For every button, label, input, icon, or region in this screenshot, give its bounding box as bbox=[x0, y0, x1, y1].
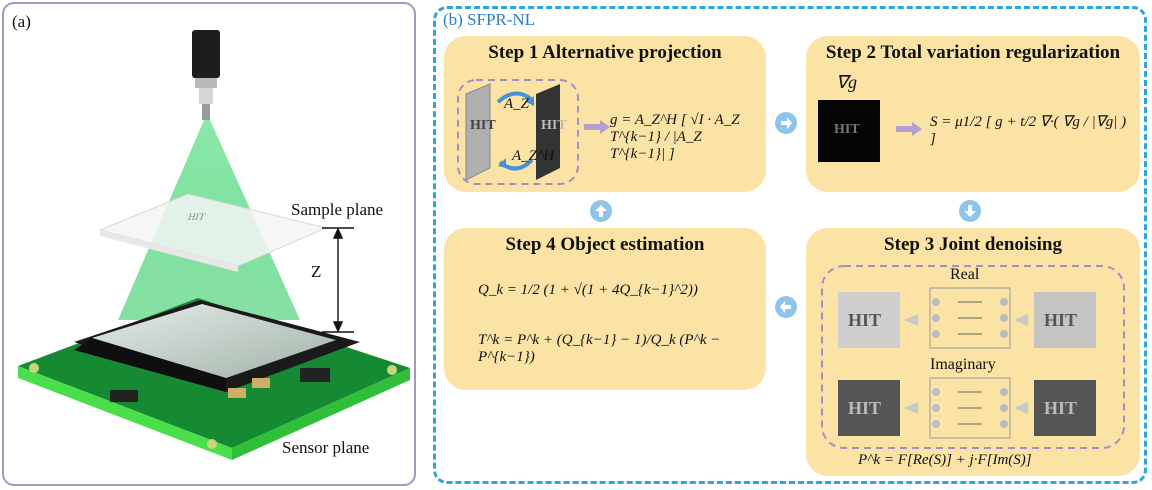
sensor-board-icon bbox=[18, 298, 410, 460]
step-4-box: Step 4 Object estimation bbox=[444, 228, 766, 390]
experimental-setup-illustration bbox=[18, 30, 410, 460]
step-1-arrow-icon bbox=[584, 120, 610, 134]
panel-b bbox=[433, 6, 1147, 484]
panel-a bbox=[2, 2, 416, 486]
sensor-plane-label: Sensor plane bbox=[282, 438, 370, 457]
step-1-title: Step 1 Alternative projection bbox=[488, 42, 722, 63]
step-2-title: Step 2 Total variation regularization bbox=[825, 42, 1121, 63]
step-4-title: Step 4 Object estimation bbox=[505, 234, 705, 255]
step-2-arrow-icon bbox=[896, 122, 922, 136]
step-1-hit-text-2: HIT bbox=[541, 118, 567, 133]
step-1-hit-text: HIT bbox=[470, 118, 496, 133]
step-2-gradient-label: ∇g bbox=[836, 72, 858, 92]
real-input-hit: HIT bbox=[848, 310, 882, 330]
flow-arrow-up-icon bbox=[590, 200, 612, 222]
imag-input-hit: HIT bbox=[848, 398, 882, 418]
step-3-denoising-diagram bbox=[821, 265, 1125, 449]
step-4-equation-t: T^k = P^k + (Q_{k−1} − 1)/Q_k (P^k − P^{… bbox=[478, 332, 721, 365]
step-1-forward-operator: A_Z bbox=[504, 96, 530, 112]
imag-output-hit: HIT bbox=[1044, 398, 1078, 418]
step-1-back-operator: A_Z^H bbox=[512, 148, 555, 164]
flow-arrow-down-icon bbox=[959, 200, 981, 222]
flow-arrow-left-icon bbox=[775, 296, 797, 318]
step-4-equation-q: Q_k = 1/2 (1 + √(1 + 4Q_{k−1}^2)) bbox=[478, 282, 698, 298]
panel-a-tag: (a) bbox=[12, 12, 31, 31]
gradient-image-text: HIT bbox=[834, 122, 860, 137]
step-1-equation: g = A_Z^H [ √I · A_Z T^{k−1} / |A_Z T^{k… bbox=[610, 112, 740, 162]
step-3-title: Step 3 Joint denoising bbox=[884, 234, 1062, 255]
step-1-box: Step 1 Alternative projection bbox=[444, 36, 766, 192]
z-dimension-arrow bbox=[322, 227, 354, 333]
light-source-icon bbox=[192, 30, 220, 120]
step-3-equation: P^k = F[Re(S)] + j·F[Im(S)] bbox=[858, 452, 1032, 468]
flow-arrow-right-icon bbox=[775, 112, 797, 134]
panel-b-tag: (b) SFPR-NL bbox=[443, 10, 536, 29]
real-label: Real bbox=[950, 266, 980, 283]
real-output-hit: HIT bbox=[1044, 310, 1078, 330]
step-2-equation: S = μ1/2 [ g + t/2 ∇·( ∇g / |∇g| ) ] bbox=[930, 114, 1127, 147]
z-label: Z bbox=[311, 262, 322, 281]
imaginary-label: Imaginary bbox=[930, 356, 996, 373]
gradient-image bbox=[818, 100, 880, 162]
sample-plane-label: Sample plane bbox=[291, 200, 384, 219]
step-1-projection-diagram bbox=[457, 79, 579, 185]
